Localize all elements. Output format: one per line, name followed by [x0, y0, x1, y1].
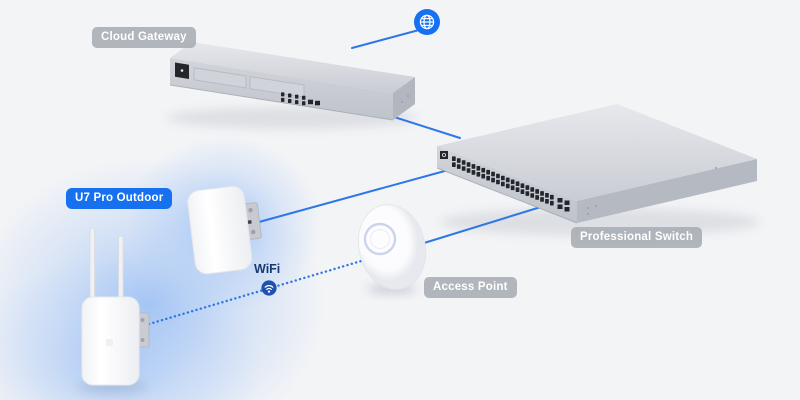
- access-point-device: [357, 204, 427, 290]
- access-point-label: Access Point: [424, 277, 517, 298]
- wifi-label: WiFi: [254, 262, 281, 276]
- connection-switch-wall-ap: [258, 168, 453, 223]
- switch-ports: [452, 156, 554, 206]
- gateway-ports: [281, 92, 306, 106]
- cloud-gateway-label: Cloud Gateway: [92, 27, 196, 48]
- gateway-drive-bay: [193, 67, 247, 89]
- switch-power-port: [440, 151, 448, 159]
- connection-switch-access-point: [423, 201, 558, 244]
- cloud-gateway-device: [169, 42, 415, 121]
- professional-switch-device: [436, 104, 757, 224]
- wall-access-point-device: [187, 185, 262, 275]
- globe-icon: [414, 9, 440, 35]
- u7-antenna: [89, 227, 96, 305]
- u7-pro-outdoor-label[interactable]: U7 Pro Outdoor: [66, 188, 173, 209]
- u7-pro-outdoor-device: [81, 227, 150, 386]
- access-point-led-ring: [363, 222, 397, 256]
- connection-internet-gateway: [351, 29, 420, 49]
- wifi-icon: [261, 280, 277, 296]
- professional-switch-label: Professional Switch: [571, 227, 703, 248]
